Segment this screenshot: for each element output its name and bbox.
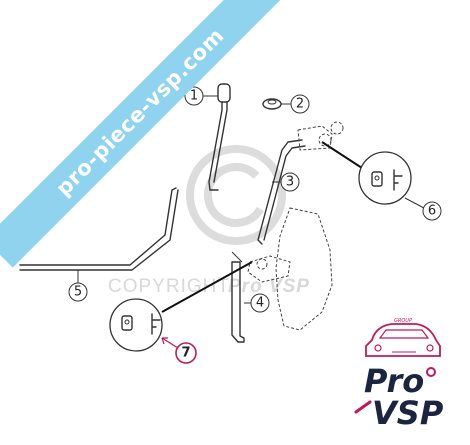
part-5-bar: 5 <box>19 187 179 302</box>
callout-4-label: 4 <box>256 296 264 311</box>
provsp-logo: GROUP Pro VSP <box>354 318 444 432</box>
logo-group-text: GROUP <box>394 318 412 324</box>
watermark-brand-text: Pro VSP <box>228 276 310 297</box>
part-4-rod: 4 <box>161 207 333 343</box>
part-3-rod: 3 <box>257 121 363 245</box>
logo-pro-text: Pro <box>364 362 424 400</box>
copyright-watermark: COPYRIGHT Pro VSP <box>108 145 310 297</box>
part-7-detail: 7 <box>109 298 197 364</box>
callout-1-label: 1 <box>190 89 198 104</box>
logo-vsp-text: VSP <box>372 394 444 432</box>
callout-6-label: 6 <box>428 204 436 219</box>
callout-2-label: 2 <box>296 97 304 112</box>
callout-5-label: 5 <box>74 285 82 300</box>
callout-7-label: 7 <box>181 346 190 361</box>
callout-3-label: 3 <box>286 175 294 190</box>
copyright-text: COPYRIGHT <box>108 276 230 297</box>
part-6-detail: 6 <box>358 151 442 221</box>
part-1-rod: 1 <box>184 83 231 191</box>
part-2-grommet: 2 <box>262 94 310 114</box>
